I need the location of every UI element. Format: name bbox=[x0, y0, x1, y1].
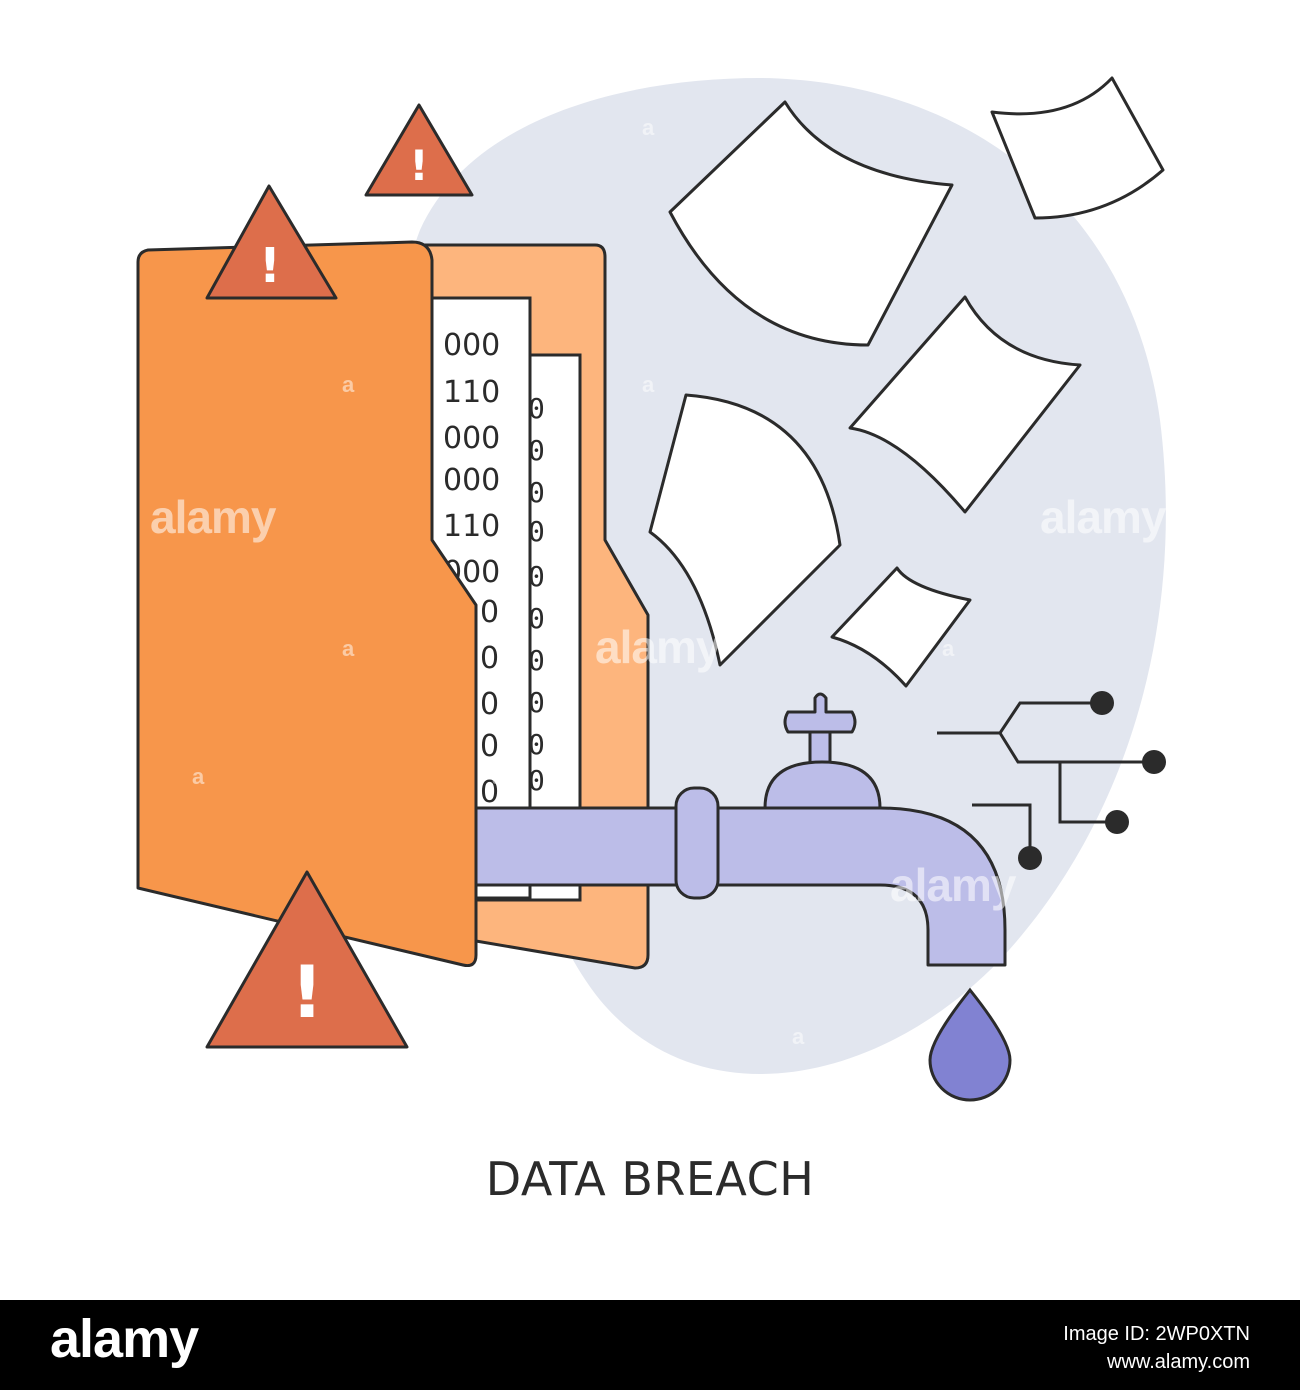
binary-back-line: 0 bbox=[528, 602, 545, 635]
footer-logo: alamy bbox=[50, 1309, 199, 1369]
folder-front bbox=[136, 240, 478, 967]
faucet-body-dome bbox=[763, 760, 882, 810]
warning-mark: ! bbox=[291, 950, 324, 1034]
warning-mark: ! bbox=[409, 141, 428, 190]
flying-document bbox=[848, 295, 1082, 514]
flying-document bbox=[990, 76, 1165, 220]
binary-front-line: 000 bbox=[443, 421, 500, 456]
binary-front-line: 000 bbox=[443, 463, 500, 498]
watermark: alamy bbox=[890, 859, 1016, 911]
binary-back-line: 0 bbox=[528, 560, 545, 593]
warning-icon: ! bbox=[205, 184, 338, 300]
flying-document bbox=[830, 566, 972, 688]
faucet bbox=[468, 692, 1007, 967]
watermark-small: a bbox=[942, 636, 955, 661]
watermark-small: a bbox=[192, 764, 205, 789]
binary-back-line: 0 bbox=[528, 434, 545, 467]
circuit-node bbox=[1142, 750, 1166, 774]
circuit-node bbox=[1090, 691, 1114, 715]
site-url: www.alamy.com bbox=[1107, 1351, 1250, 1373]
circuit-trace bbox=[998, 732, 1152, 764]
binary-front-line: 110 bbox=[443, 509, 500, 544]
faucet-spout bbox=[468, 806, 1007, 967]
warning-icon: ! bbox=[205, 870, 409, 1049]
binary-back-line: 0 bbox=[528, 728, 545, 761]
watermark-small: a bbox=[492, 764, 505, 789]
binary-front-line: 000 bbox=[443, 328, 500, 363]
circuit-trace bbox=[972, 803, 1032, 858]
binary-front-line: 0 bbox=[480, 595, 499, 630]
watermark: alamy bbox=[595, 621, 721, 673]
binary-front-line: 0 bbox=[480, 775, 499, 810]
binary-back-line: 0 bbox=[528, 476, 545, 509]
binary-back-line: 0 bbox=[528, 764, 545, 797]
image-id-label: Image ID: 2WP0XTN bbox=[1063, 1323, 1250, 1345]
binary-back-line: 0 bbox=[528, 686, 545, 719]
warning-mark: ! bbox=[259, 238, 281, 294]
binary-back-line: 0 bbox=[528, 392, 545, 425]
binary-front-line: 110 bbox=[443, 375, 500, 410]
warning-icon: ! bbox=[364, 103, 474, 197]
watermark-small: a bbox=[792, 1024, 805, 1049]
binary-front-column: 000 110 000 000 110 000 0 0 0 0 0 bbox=[443, 328, 500, 810]
circuit-node bbox=[1105, 810, 1129, 834]
circuit-trace bbox=[937, 701, 1100, 735]
watermark-small: a bbox=[342, 372, 355, 397]
binary-front-line: 0 bbox=[480, 729, 499, 764]
caption-title: DATA BREACH bbox=[485, 1152, 815, 1206]
binary-back-line: 0 bbox=[528, 515, 545, 548]
watermark-small: a bbox=[642, 115, 655, 140]
footer-meta: Image ID: 2WP0XTN www.alamy.com bbox=[1063, 1320, 1250, 1376]
binary-back-line: 0 bbox=[528, 644, 545, 677]
binary-front-line: 0 bbox=[480, 687, 499, 722]
faucet-handle-top bbox=[783, 692, 857, 734]
flying-document bbox=[648, 393, 842, 667]
circuit-lines bbox=[937, 701, 1152, 858]
circuit-trace bbox=[1058, 762, 1116, 824]
watermark-small: a bbox=[942, 372, 955, 397]
binary-front-line: 0 bbox=[480, 641, 499, 676]
flying-documents bbox=[648, 76, 1165, 688]
binary-back-column: 0 0 0 0 0 0 0 0 0 0 bbox=[528, 392, 545, 797]
watermark: alamy bbox=[1040, 491, 1166, 543]
watermark-small: a bbox=[342, 636, 355, 661]
watermark-small: a bbox=[642, 372, 655, 397]
watermark: alamy bbox=[150, 491, 276, 543]
circuit-nodes bbox=[1018, 691, 1166, 870]
footer-bar: alamy Image ID: 2WP0XTN www.alamy.com bbox=[0, 1300, 1300, 1390]
data-breach-illustration: 0 0 0 0 0 0 0 0 0 0 000 110 000 000 110 … bbox=[136, 76, 1166, 1102]
flying-document bbox=[668, 100, 954, 347]
circuit-node bbox=[1018, 846, 1042, 870]
water-drop-icon bbox=[928, 987, 1012, 1102]
pipe-coupling bbox=[674, 786, 720, 900]
